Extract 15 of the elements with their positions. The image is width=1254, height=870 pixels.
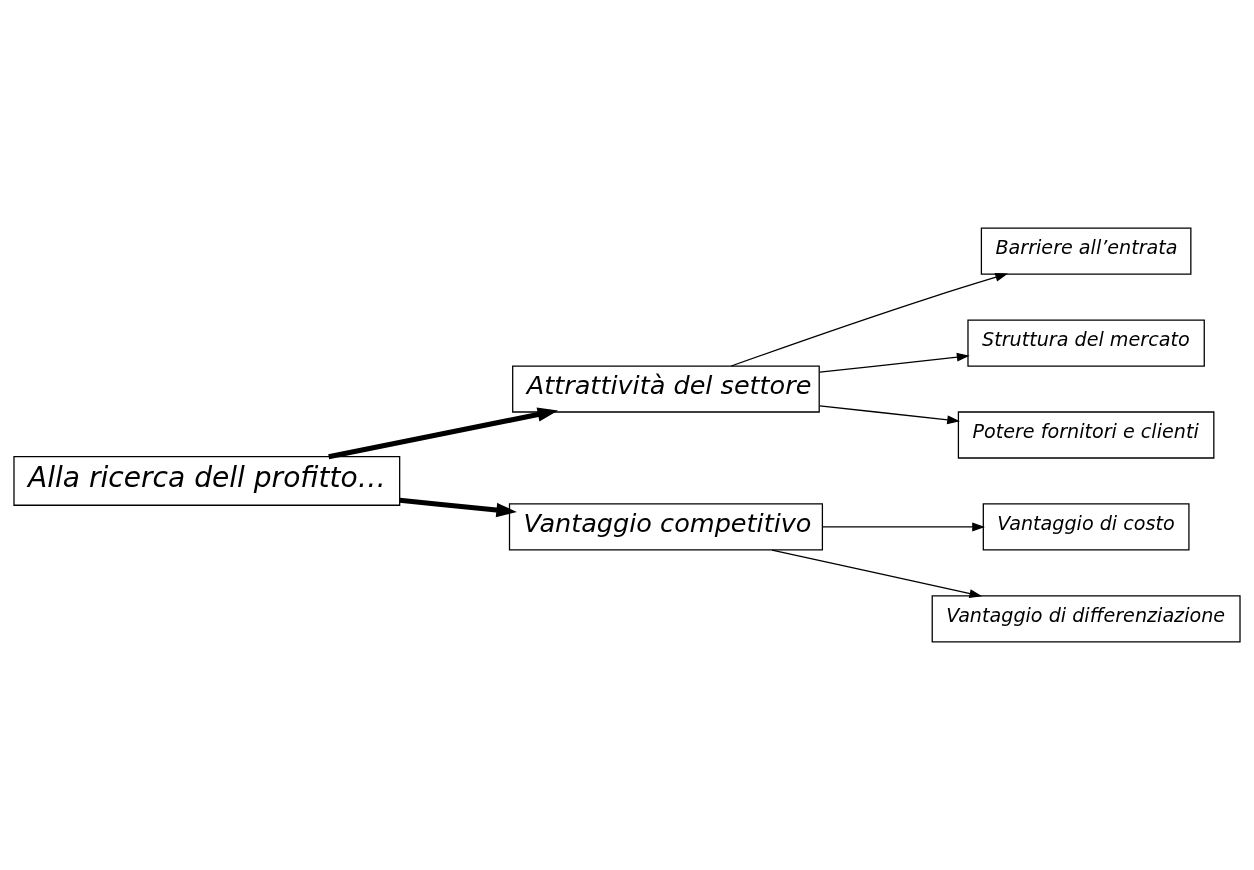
node-box: Barriere all’entrata: [980, 227, 1192, 275]
node-box: Struttura del mercato: [967, 319, 1205, 367]
arrow: [819, 405, 960, 425]
arrow: [328, 407, 559, 460]
arrow: [771, 549, 983, 598]
arrow: [730, 272, 1009, 367]
arrow: [822, 522, 985, 532]
node-box: Vantaggio di costo: [982, 503, 1190, 551]
node-box: Potere fornitori e clienti: [957, 411, 1215, 459]
node-box: Alla ricerca dell profitto…: [13, 456, 401, 506]
node-box: Attrattività del settore: [512, 365, 820, 413]
arrow: [399, 497, 517, 518]
arrow: [819, 352, 970, 373]
node-box: Vantaggio di differenziazione: [931, 595, 1241, 643]
node-box: Vantaggio competitivo: [508, 503, 824, 551]
